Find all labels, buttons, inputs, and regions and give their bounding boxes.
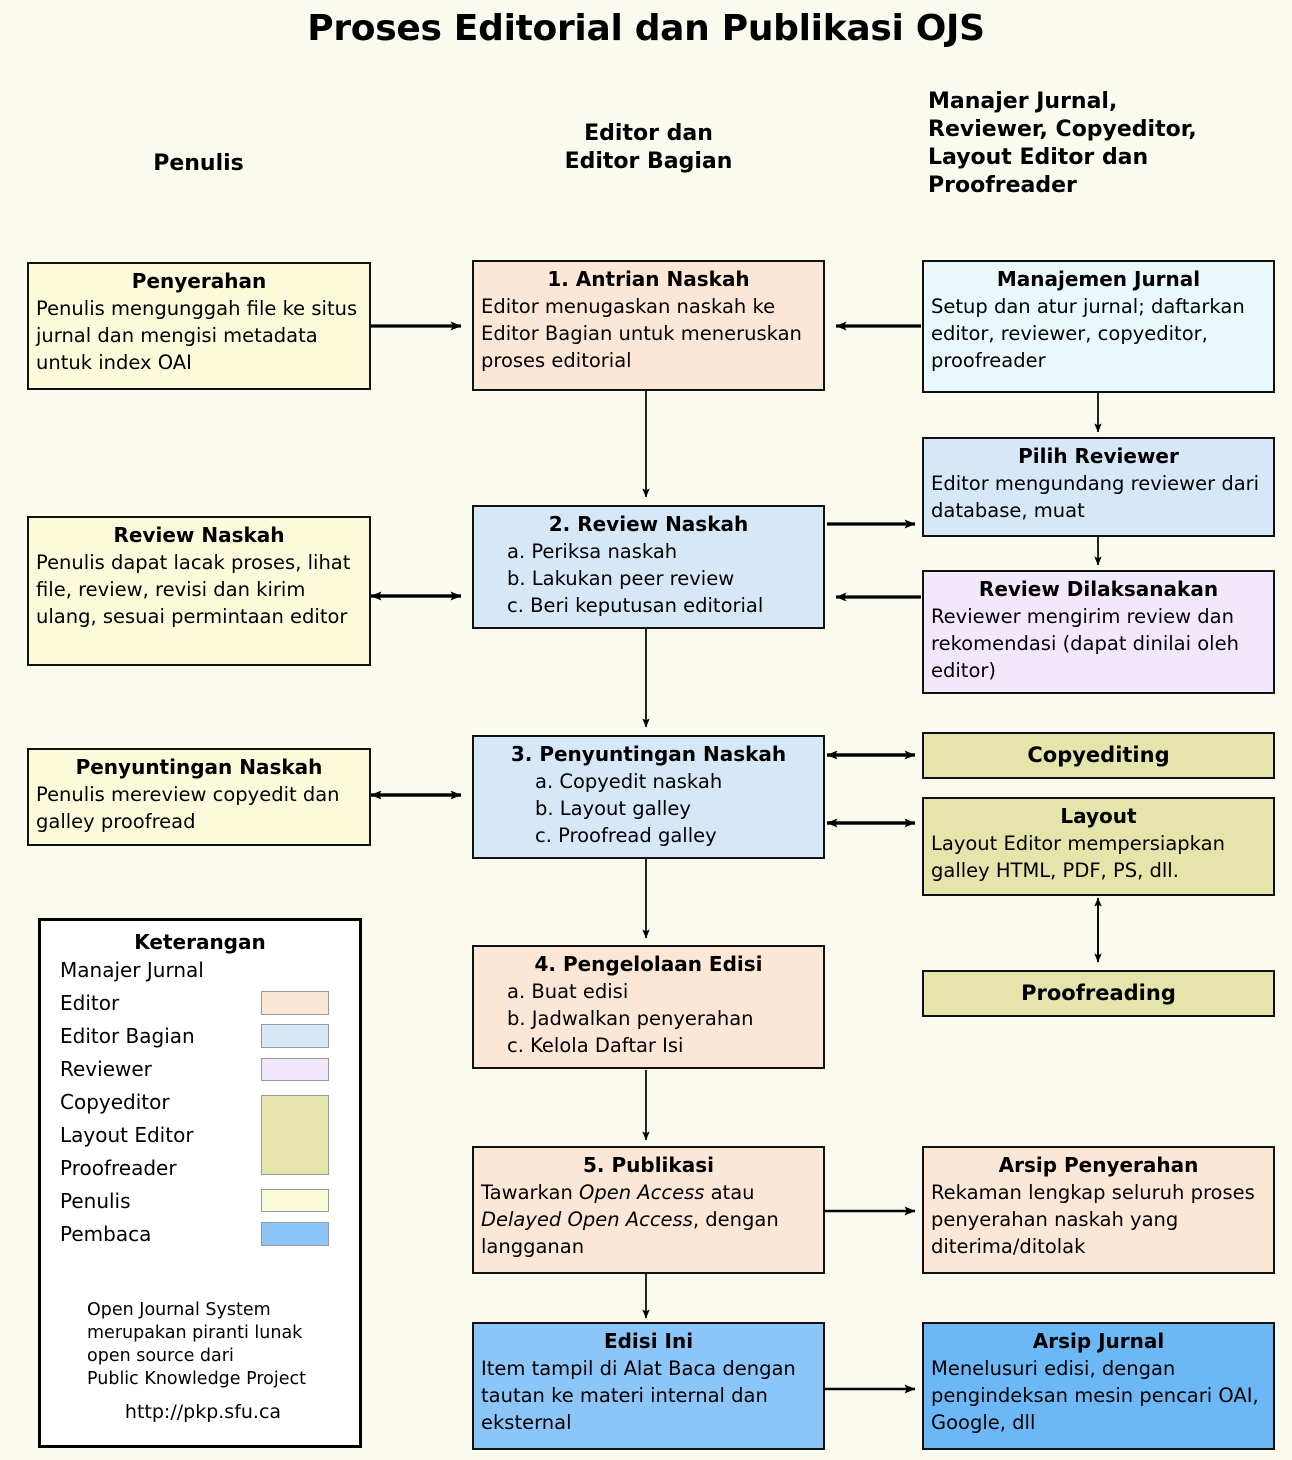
box-edisi-ini[interactable]: Edisi Ini Item tampil di Alat Baca denga… (472, 1322, 825, 1450)
box-antrian-naskah[interactable]: 1. Antrian Naskah Editor menugaskan nask… (472, 260, 825, 391)
box-review-naskah-item-b: b. Lakukan peer review (507, 567, 735, 590)
box-penyuntingan-naskah-item-b: b. Layout galley (535, 797, 691, 820)
box-publikasi[interactable]: 5. Publikasi Tawarkan Open Access atau D… (472, 1146, 825, 1274)
box-publikasi-body: Tawarkan Open Access atau Delayed Open A… (481, 1179, 816, 1260)
publikasi-em-open-access: Open Access (579, 1181, 705, 1204)
legend-label-editor-bagian: Editor Bagian (60, 1024, 195, 1048)
box-antrian-naskah-title: 1. Antrian Naskah (547, 267, 750, 291)
legend-row-editor: Editor (41, 987, 359, 1020)
box-review-dilaksanakan-title: Review Dilaksanakan (978, 577, 1219, 601)
legend-swatch-reviewer (261, 1058, 329, 1081)
box-layout-body: Layout Editor mempersiapkan galley HTML,… (931, 832, 1225, 882)
legend-swatch-editor-bagian (261, 1024, 329, 1048)
legend-row-penulis: Penulis (41, 1185, 359, 1218)
box-copyediting-title: Copyediting (1027, 742, 1170, 767)
legend-panel: Keterangan Manajer Jurnal Editor Editor … (38, 918, 362, 1448)
box-review-naskah-item-c: c. Beri keputusan editorial (507, 594, 764, 617)
legend-row-editor-bagian: Editor Bagian (41, 1020, 359, 1053)
legend-note: Open Journal System merupakan piranti lu… (87, 1300, 306, 1389)
legend-row-manajer-jurnal: Manajer Jurnal (41, 954, 359, 987)
box-penyerahan[interactable]: Penyerahan Penulis mengunggah file ke si… (27, 262, 371, 390)
publikasi-post: , dengan langganan (481, 1208, 779, 1258)
publikasi-em-delayed-open-access: Delayed Open Access (481, 1208, 693, 1231)
legend-swatch-pembaca (261, 1222, 329, 1246)
box-proofreading[interactable]: Proofreading (922, 970, 1275, 1017)
box-review-naskah-title: 2. Review Naskah (548, 512, 749, 536)
box-penyuntingan-naskah-penulis-body: Penulis mereview copyedit dan galley pro… (36, 783, 340, 833)
box-proofreading-title: Proofreading (1021, 980, 1176, 1005)
legend-label-pembaca: Pembaca (60, 1222, 152, 1246)
legend-label-reviewer: Reviewer (60, 1057, 152, 1081)
box-pengelolaan-edisi-item-b: b. Jadwalkan penyerahan (507, 1007, 754, 1030)
legend-swatch-penulis (261, 1189, 329, 1212)
legend-row-proofreader: Proofreader (41, 1152, 359, 1185)
box-pilih-reviewer[interactable]: Pilih Reviewer Editor mengundang reviewe… (922, 437, 1275, 537)
box-manajemen-jurnal-body: Setup dan atur jurnal; daftarkan editor,… (931, 295, 1245, 372)
box-layout[interactable]: Layout Layout Editor mempersiapkan galle… (922, 797, 1275, 896)
box-pilih-reviewer-title: Pilih Reviewer (1018, 444, 1179, 468)
box-pengelolaan-edisi-item-a: a. Buat edisi (507, 980, 629, 1003)
box-publikasi-title: 5. Publikasi (583, 1153, 714, 1177)
box-review-naskah-penulis-body: Penulis dapat lacak proses, lihat file, … (36, 551, 351, 628)
legend-label-manajer-jurnal: Manajer Jurnal (60, 958, 204, 982)
box-penyuntingan-naskah[interactable]: 3. Penyuntingan Naskah a. Copyedit naska… (472, 735, 825, 859)
box-pilih-reviewer-body: Editor mengundang reviewer dari database… (931, 472, 1260, 522)
box-arsip-penyerahan-body: Rekaman lengkap seluruh proses penyeraha… (931, 1181, 1255, 1258)
legend-swatch-copyeditor-layout-proofreader (261, 1095, 329, 1175)
box-manajemen-jurnal[interactable]: Manajemen Jurnal Setup dan atur jurnal; … (922, 260, 1275, 393)
box-review-dilaksanakan[interactable]: Review Dilaksanakan Reviewer mengirim re… (922, 570, 1275, 694)
box-arsip-penyerahan-title: Arsip Penyerahan (998, 1153, 1199, 1177)
box-penyerahan-title: Penyerahan (131, 269, 267, 293)
legend-label-layout-editor: Layout Editor (60, 1123, 194, 1147)
box-penyuntingan-naskah-item-a: a. Copyedit naskah (535, 770, 723, 793)
box-review-naskah[interactable]: 2. Review Naskah a. Periksa naskah b. La… (472, 505, 825, 629)
box-review-naskah-penulis-title: Review Naskah (113, 523, 285, 547)
publikasi-pre: Tawarkan (481, 1181, 580, 1204)
legend-label-copyeditor: Copyeditor (60, 1090, 170, 1114)
box-review-dilaksanakan-body: Reviewer mengirim review dan rekomendasi… (931, 605, 1239, 682)
column-header-manajer: Manajer Jurnal, Reviewer, Copyeditor, La… (928, 89, 1197, 198)
box-review-naskah-item-a: a. Periksa naskah (507, 540, 678, 563)
box-edisi-ini-body: Item tampil di Alat Baca dengan tautan k… (481, 1357, 796, 1434)
legend-row-layout-editor: Layout Editor (41, 1119, 359, 1152)
box-edisi-ini-title: Edisi Ini (603, 1329, 694, 1353)
legend-row-copyeditor: Copyeditor (41, 1086, 359, 1175)
box-pengelolaan-edisi-item-c: c. Kelola Daftar Isi (507, 1034, 684, 1057)
legend-row-reviewer: Reviewer (41, 1053, 359, 1086)
box-pengelolaan-edisi-title: 4. Pengelolaan Edisi (534, 952, 763, 976)
box-pengelolaan-edisi[interactable]: 4. Pengelolaan Edisi a. Buat edisi b. Ja… (472, 945, 825, 1069)
box-arsip-jurnal-body: Menelusuri edisi, dengan pengindeksan me… (931, 1357, 1259, 1434)
column-header-editor: Editor dan Editor Bagian (564, 121, 733, 174)
legend-label-penulis: Penulis (60, 1189, 131, 1213)
box-review-naskah-penulis[interactable]: Review Naskah Penulis dapat lacak proses… (27, 516, 371, 666)
box-manajemen-jurnal-title: Manajemen Jurnal (996, 267, 1201, 291)
legend-url[interactable]: http://pkp.sfu.ca (124, 1401, 282, 1423)
box-arsip-jurnal-title: Arsip Jurnal (1032, 1329, 1165, 1353)
legend-swatch-editor (261, 991, 329, 1015)
box-penyerahan-body: Penulis mengunggah file ke situs jurnal … (36, 297, 358, 374)
page-title: Proses Editorial dan Publikasi OJS (307, 8, 985, 49)
box-penyuntingan-naskah-penulis-title: Penyuntingan Naskah (75, 755, 323, 779)
box-penyuntingan-naskah-penulis[interactable]: Penyuntingan Naskah Penulis mereview cop… (27, 748, 371, 846)
legend-label-proofreader: Proofreader (60, 1156, 177, 1180)
box-layout-title: Layout (1060, 804, 1137, 828)
legend-title: Keterangan (134, 930, 266, 954)
box-arsip-jurnal[interactable]: Arsip Jurnal Menelusuri edisi, dengan pe… (922, 1322, 1275, 1450)
box-copyediting[interactable]: Copyediting (922, 732, 1275, 779)
legend-label-editor: Editor (60, 991, 120, 1015)
box-arsip-penyerahan[interactable]: Arsip Penyerahan Rekaman lengkap seluruh… (922, 1146, 1275, 1274)
box-penyuntingan-naskah-title: 3. Penyuntingan Naskah (510, 742, 787, 766)
column-header-penulis: Penulis (153, 151, 244, 176)
box-antrian-naskah-body: Editor menugaskan naskah ke Editor Bagia… (481, 295, 802, 372)
legend-row-pembaca: Pembaca (41, 1218, 359, 1251)
box-penyuntingan-naskah-item-c: c. Proofread galley (535, 824, 717, 847)
publikasi-mid: atau (704, 1181, 755, 1204)
